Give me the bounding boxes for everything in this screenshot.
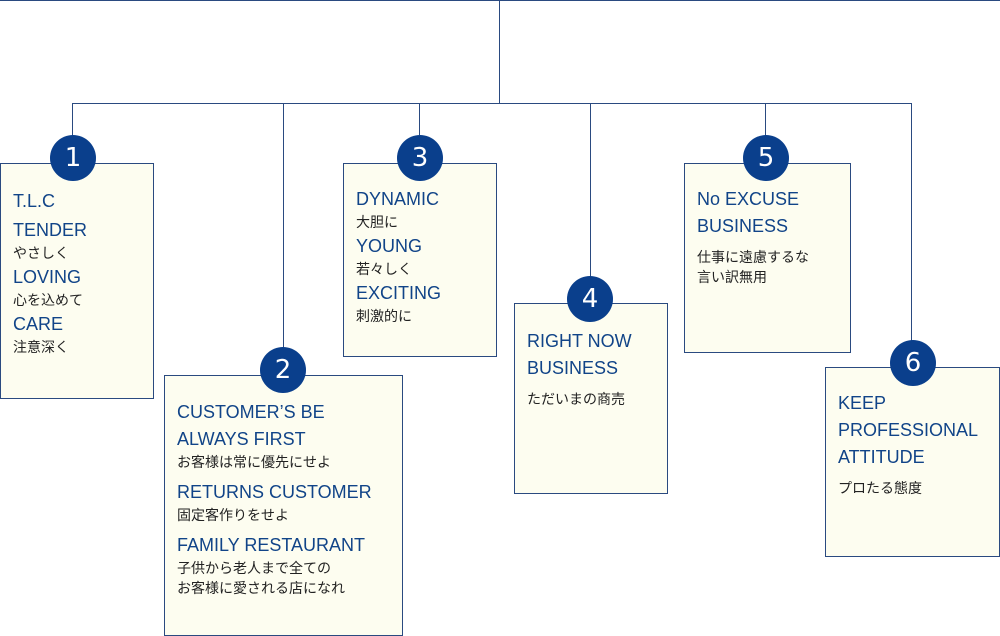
principle-card-1: T.L.C TENDER やさしく LOVING 心を込めて CARE 注意深く	[0, 163, 154, 399]
number-badge-6: 6	[890, 340, 936, 386]
card-6-content: KEEP PROFESSIONAL ATTITUDE プロたる態度	[838, 390, 991, 499]
number-badge-3: 3	[397, 135, 443, 181]
card-2-content: CUSTOMER’S BE ALWAYS FIRST お客様は常に優先にせよ R…	[177, 399, 394, 599]
principle-card-4: RIGHT NOW BUSINESS ただいまの商売	[514, 303, 668, 494]
card-line: YOUNG	[356, 236, 423, 256]
card-line: CUSTOMER’S BE	[177, 402, 325, 422]
number-badge-5: 5	[743, 135, 789, 181]
principle-card-5: No EXCUSE BUSINESS 仕事に遠慮するな 言い訳無用	[684, 163, 851, 353]
card-line: 子供から老人まで全ての	[177, 561, 331, 577]
card-line: お客様に愛される店になれ	[177, 581, 345, 597]
principle-card-3: DYNAMIC 大胆に YOUNG 若々しく EXCITING 刺激的に	[343, 163, 497, 357]
card-line: プロたる態度	[838, 481, 922, 497]
card-line: 若々しく	[356, 262, 412, 278]
card-line: No EXCUSE	[697, 189, 800, 209]
card-line: BUSINESS	[697, 216, 789, 236]
card-line: 注意深く	[13, 340, 69, 356]
card-line: 刺激的に	[356, 309, 412, 325]
card-line: BUSINESS	[527, 358, 619, 378]
card-line: お客様は常に優先にせよ	[177, 455, 331, 471]
card-5-content: No EXCUSE BUSINESS 仕事に遠慮するな 言い訳無用	[697, 186, 842, 288]
card-line: 大胆に	[356, 215, 398, 231]
card-line: DYNAMIC	[356, 189, 440, 209]
card-line: ALWAYS FIRST	[177, 429, 306, 449]
card-line: TENDER	[13, 220, 88, 240]
card-line: 仕事に遠慮するな	[697, 250, 809, 266]
card-line: LOVING	[13, 267, 82, 287]
card-4-content: RIGHT NOW BUSINESS ただいまの商売	[527, 328, 659, 410]
card-line: RETURNS CUSTOMER	[177, 482, 372, 502]
card-line: 固定客作りをせよ	[177, 508, 289, 524]
card-line: KEEP	[838, 393, 887, 413]
card-line: EXCITING	[356, 283, 442, 303]
card-line: やさしく	[13, 246, 69, 262]
card-1-content: T.L.C TENDER やさしく LOVING 心を込めて CARE 注意深く	[13, 188, 145, 358]
card-line: FAMILY RESTAURANT	[177, 535, 366, 555]
card-line: ATTITUDE	[838, 447, 925, 467]
principle-card-2: CUSTOMER’S BE ALWAYS FIRST お客様は常に優先にせよ R…	[164, 375, 403, 636]
card-3-content: DYNAMIC 大胆に YOUNG 若々しく EXCITING 刺激的に	[356, 186, 488, 327]
card-line: 言い訳無用	[697, 270, 767, 286]
card-line: CARE	[13, 314, 64, 334]
number-badge-2: 2	[260, 347, 306, 393]
principle-card-6: KEEP PROFESSIONAL ATTITUDE プロたる態度	[825, 367, 1000, 557]
card-line: T.L.C	[13, 191, 56, 211]
card-line: RIGHT NOW	[527, 331, 632, 351]
number-badge-4: 4	[567, 276, 613, 322]
card-line: ただいまの商売	[527, 392, 625, 408]
card-line: PROFESSIONAL	[838, 420, 979, 440]
card-line: 心を込めて	[13, 293, 83, 309]
number-badge-1: 1	[50, 135, 96, 181]
